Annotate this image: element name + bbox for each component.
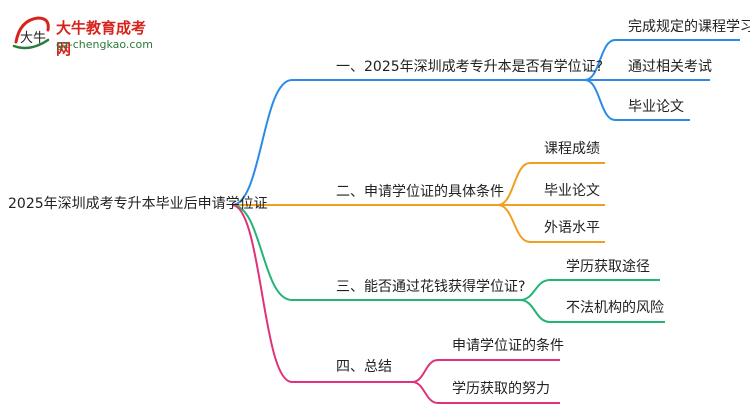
mindmap-root[interactable]: 2025年深圳成考专升本毕业后申请学位证 xyxy=(8,196,268,212)
connector-b3-leaf-1 xyxy=(519,279,660,301)
connector-b3-leaf-2 xyxy=(519,299,665,323)
site-logo[interactable]: 大牛 大牛教育成考网 gz-chengkao.com xyxy=(10,12,160,60)
connector-b4-leaf-1 xyxy=(411,359,560,383)
branch-1-label[interactable]: 一、2025年深圳成考专升本是否有学位证? xyxy=(336,59,604,75)
branch-4-label[interactable]: 四、总结 xyxy=(336,359,392,375)
connector-b2-leaf-3 xyxy=(497,204,605,243)
logo-title: 大牛教育成考网 xyxy=(56,19,147,58)
connector-branch-4 xyxy=(231,204,412,383)
b1-leaf-2[interactable]: 通过相关考试 xyxy=(628,59,712,75)
logo-mark-icon: 大牛 xyxy=(12,16,50,50)
connector-branch-1 xyxy=(231,79,585,206)
connector-b4-leaf-2 xyxy=(411,381,560,404)
branch-3-label[interactable]: 三、能否通过花钱获得学位证? xyxy=(336,279,526,295)
connector-b1-leaf-1 xyxy=(584,39,740,81)
branch-2-label[interactable]: 二、申请学位证的具体条件 xyxy=(336,184,504,200)
connector-b1-leaf-3 xyxy=(584,79,690,121)
b2-leaf-2[interactable]: 毕业论文 xyxy=(544,183,600,199)
b1-leaf-1[interactable]: 完成规定的课程学习 xyxy=(628,19,750,35)
b2-leaf-3[interactable]: 外语水平 xyxy=(544,220,600,236)
b3-leaf-2[interactable]: 不法机构的风险 xyxy=(566,300,664,316)
b4-leaf-2[interactable]: 学历获取的努力 xyxy=(452,381,550,397)
b3-leaf-1[interactable]: 学历获取途径 xyxy=(566,259,650,275)
b2-leaf-1[interactable]: 课程成绩 xyxy=(544,141,600,157)
b1-leaf-3[interactable]: 毕业论文 xyxy=(628,99,684,115)
logo-url: gz-chengkao.com xyxy=(56,38,153,51)
connector-branch-3 xyxy=(231,204,520,301)
b4-leaf-1[interactable]: 申请学位证的条件 xyxy=(452,338,564,354)
logo-mark-glyph: 大牛 xyxy=(20,31,46,46)
connector-b2-leaf-1 xyxy=(497,162,605,206)
